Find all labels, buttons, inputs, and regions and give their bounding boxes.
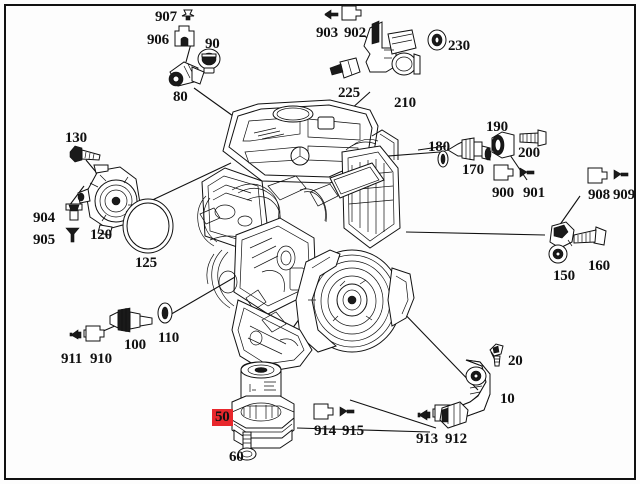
part-911-terminal [69,329,82,340]
oil-pan [231,299,313,373]
part-label-150: 150 [553,268,575,284]
part-label-911: 911 [61,351,83,367]
part-910-connector [83,325,105,342]
part-915-terminal [339,406,355,417]
part-label-130: 130 [65,130,87,146]
part-label-110: 110 [158,330,180,346]
part-label-20: 20 [508,353,523,369]
part-180-washer [437,150,449,168]
lower-accessories [249,311,299,347]
part-190-bushing [491,131,515,159]
part-label-80: 80 [173,89,188,105]
engine-assembly [197,99,415,373]
part-905-terminal [65,227,80,243]
part-200-screw [519,129,547,147]
part-230-seal-ring [427,29,447,51]
part-label-100: 100 [124,337,146,353]
part-908-connector [587,167,608,184]
part-label-912: 912 [445,431,467,447]
part-160-bolt [573,226,607,246]
part-900-connector [493,164,514,181]
upper-engine-detail [199,175,339,225]
part-125-o-ring [122,198,174,254]
part-901-terminal [519,167,535,178]
part-170-coolant-sensor [447,137,492,161]
valve-cover-right [329,162,385,199]
part-label-901: 901 [523,185,545,201]
part-label-50-highlighted: 50 [212,409,233,426]
part-110-o-ring [157,302,173,324]
part-label-10: 10 [500,391,515,407]
part-60-bolt [237,431,257,461]
part-label-200: 200 [518,145,540,161]
part-label-909: 909 [613,187,635,203]
part-90-cap [197,48,221,74]
part-label-915: 915 [342,423,364,439]
part-210-pump-bracket [363,20,421,76]
part-label-190: 190 [486,119,508,135]
part-20-sensor-bolt [489,343,504,367]
part-label-914: 914 [314,423,336,439]
part-903-terminal [324,9,339,20]
part-label-180: 180 [428,139,450,155]
part-label-902: 902 [344,25,366,41]
exhaust-manifold-pipes [345,129,399,160]
flywheel [302,249,402,353]
exhaust-side [341,145,401,249]
part-label-210: 210 [394,95,416,111]
part-label-225: 225 [338,85,360,101]
part-904-connector [65,203,83,221]
cylinder-head [201,167,269,249]
part-label-60: 60 [229,449,244,465]
part-80-camshaft-sensor [168,61,205,87]
part-label-170: 170 [462,162,484,178]
part-10-crankshaft-sensor [439,359,491,429]
part-label-230: 230 [448,38,470,54]
part-label-90: 90 [205,36,220,52]
part-913-terminal [417,409,431,421]
part-label-903: 903 [316,25,338,41]
part-50-oil-filter-housing [231,361,295,449]
part-label-907: 907 [155,9,177,25]
part-130-bolt [69,145,101,163]
part-225-pressure-switch [329,57,361,79]
part-label-913: 913 [416,431,438,447]
part-label-905: 905 [33,232,55,248]
part-906-connector [174,25,195,47]
part-label-125: 125 [135,255,157,271]
part-907-clip [181,9,195,21]
part-914-connector [313,403,334,420]
engine-cover [222,99,379,184]
part-902-connector [341,5,362,21]
part-label-904: 904 [33,210,55,226]
part-label-908: 908 [588,187,610,203]
part-label-120: 120 [90,227,112,243]
part-150-knock-sensor [548,221,575,264]
part-909-terminal [613,169,629,180]
bell-housing [295,249,415,353]
part-label-160: 160 [588,258,610,274]
part-label-910: 910 [90,351,112,367]
part-label-900: 900 [492,185,514,201]
part-label-906: 906 [147,32,169,48]
accessory-drive [211,249,267,311]
part-100-oil-pressure-sensor [109,307,153,333]
